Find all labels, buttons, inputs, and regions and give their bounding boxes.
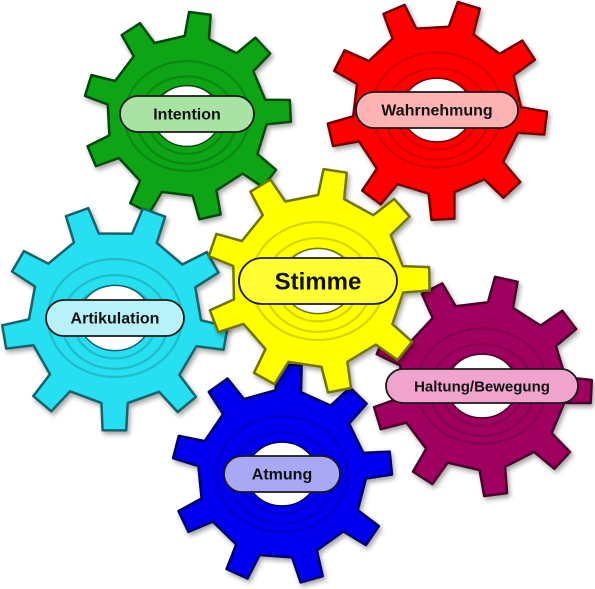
gear-intention: Intention (83, 10, 293, 221)
haltung-label: Haltung/Bewegung (414, 379, 550, 396)
atmung-gear-ring (215, 415, 349, 533)
intention-label: Intention (153, 107, 221, 124)
stimme-label: Stimme (275, 269, 362, 296)
atmung-label: Atmung (252, 467, 312, 484)
atmung-label-pill (223, 455, 341, 493)
gear-atmung: Atmung (171, 362, 394, 584)
gear-stimme: Stimme (207, 167, 431, 394)
wahrnehmung-label: Wahrnehmung (381, 103, 492, 120)
intention-label-pill (119, 95, 255, 133)
stimme-label-pill (238, 257, 398, 305)
gear-haltung: Haltung/Bewegung (372, 275, 594, 498)
gear-wahrnehmung: Wahrnehmung (326, 0, 549, 222)
haltung-label-pill (385, 368, 579, 404)
artikulation-label-pill (45, 299, 185, 337)
wahrnehmung-label-pill (355, 91, 519, 129)
artikulation-label: Artikulation (71, 311, 160, 328)
gear-artikulation: Artikulation (0, 206, 229, 432)
